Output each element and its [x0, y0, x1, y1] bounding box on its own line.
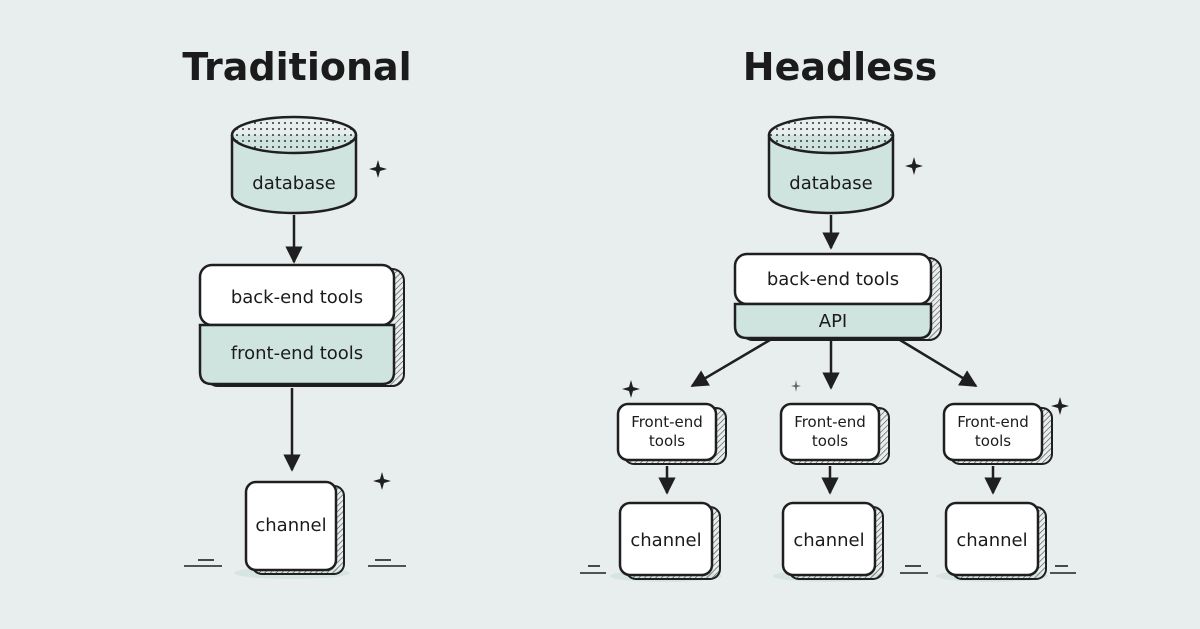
headless-frontend-label-line2: tools: [812, 432, 848, 450]
sparkle-icon: [1051, 397, 1069, 415]
headless-api-label: API: [819, 311, 847, 332]
ground-dash-decoration: [580, 565, 1076, 574]
arrow-api-to-frontend-3: [899, 338, 978, 388]
headless-channel-label: channel: [793, 530, 864, 551]
traditional-channel-label: channel: [255, 515, 326, 536]
traditional-frontend-label: front-end tools: [231, 343, 363, 364]
traditional-section: Traditional database back-end tools fron…: [182, 45, 412, 579]
headless-database: database: [767, 115, 895, 215]
headless-channel-1: channel: [610, 501, 722, 582]
traditional-tools-block: back-end tools front-end tools: [198, 263, 405, 387]
arrow-api-to-frontend-1: [690, 338, 771, 388]
headless-backend-label: back-end tools: [767, 269, 899, 290]
headless-frontend-label-line1: Front-end: [794, 413, 866, 431]
headless-channel-3: channel: [936, 501, 1048, 582]
headless-frontend-3: Front-end tools: [942, 402, 1053, 465]
traditional-backend-label: back-end tools: [231, 287, 363, 308]
traditional-channel: channel: [234, 480, 350, 579]
traditional-title: Traditional: [182, 45, 411, 89]
headless-frontend-2: Front-end tools: [779, 402, 890, 465]
headless-tools-block: back-end tools API: [733, 252, 942, 341]
headless-frontend-label-line1: Front-end: [631, 413, 703, 431]
headless-section: Headless database back-end tools API Fro…: [580, 45, 1076, 582]
sparkle-icon: [373, 472, 391, 490]
headless-channel-label: channel: [630, 530, 701, 551]
traditional-database: database: [230, 115, 358, 215]
headless-database-label: database: [789, 173, 872, 194]
headless-frontend-1: Front-end tools: [616, 402, 727, 465]
ground-dash-decoration: [184, 559, 406, 567]
headless-frontend-label-line2: tools: [975, 432, 1011, 450]
headless-channel-2: channel: [773, 501, 885, 582]
sparkle-icon: [369, 160, 387, 178]
headless-frontend-label-line2: tools: [649, 432, 685, 450]
traditional-database-label: database: [252, 173, 335, 194]
sparkle-icon: [622, 380, 640, 398]
sparkle-icon: [905, 157, 923, 175]
sparkle-icon: [791, 380, 801, 392]
headless-channel-label: channel: [956, 530, 1027, 551]
headless-title: Headless: [743, 45, 937, 89]
headless-frontend-label-line1: Front-end: [957, 413, 1029, 431]
